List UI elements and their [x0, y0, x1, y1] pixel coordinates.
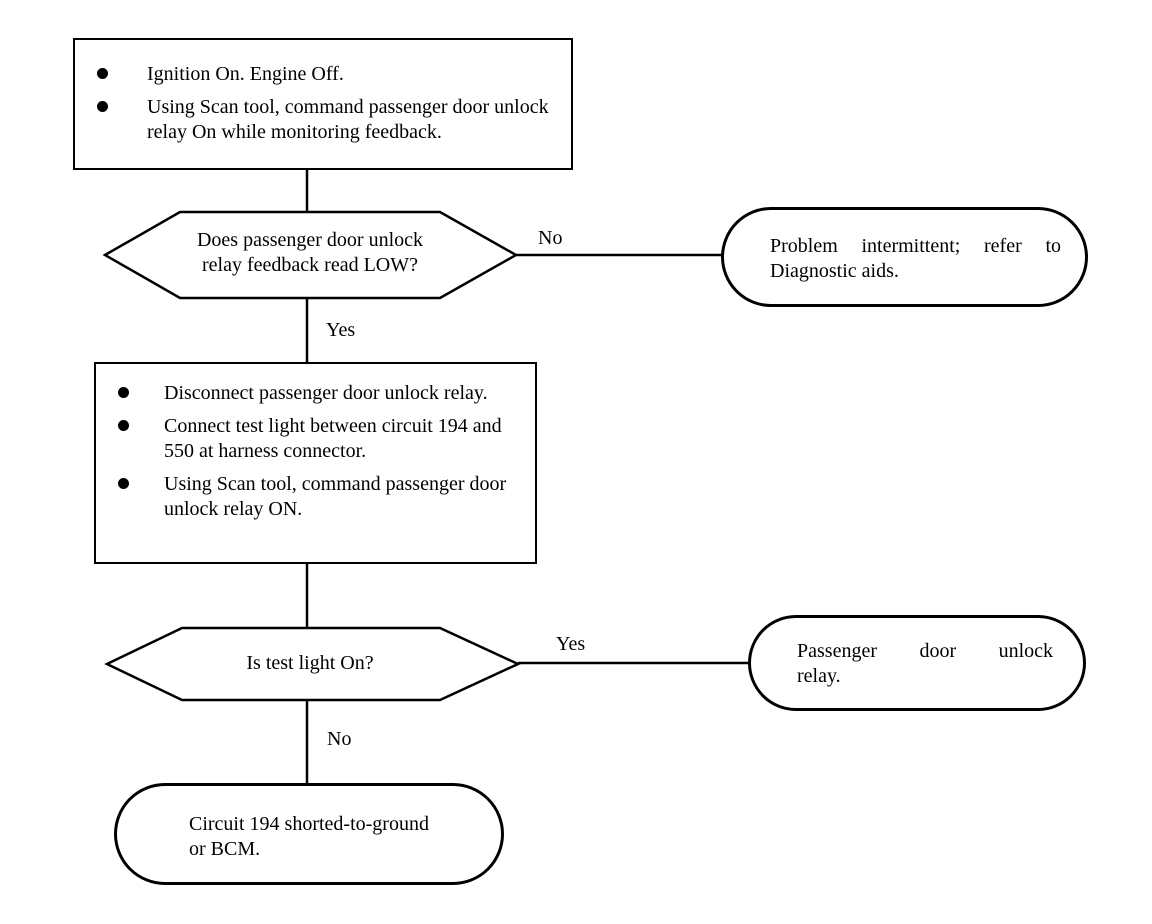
- test-bullet-3: Using Scan tool, command passenger door …: [96, 472, 523, 522]
- test-bullet-1-text: Disconnect passenger door unlock relay.: [164, 382, 488, 404]
- outcome-intermittent-terminal: Problem intermittent; refer to Diagnosti…: [721, 207, 1088, 307]
- decision1-question-line2: relay feedback read LOW?: [202, 254, 418, 276]
- outcome-relay-terminal: Passenger door unlock relay.: [748, 615, 1086, 711]
- start-bullet-1: Ignition On. Engine Off.: [75, 62, 563, 87]
- decision2-yes-label: Yes: [556, 633, 586, 655]
- start-bullet-2: Using Scan tool, command passenger door …: [75, 95, 563, 145]
- start-step-box: Ignition On. Engine Off. Using Scan tool…: [73, 38, 573, 170]
- decision1-question: Does passenger door unlock relay feedbac…: [160, 228, 460, 278]
- bullet-icon: [118, 420, 129, 431]
- outcome-relay-line2: relay.: [797, 665, 841, 687]
- test-bullet-2: Connect test light between circuit 194 a…: [96, 414, 523, 464]
- outcome-intermittent-line1: Problem intermittent; refer to: [770, 235, 1061, 257]
- bullet-icon: [118, 478, 129, 489]
- outcome-circuit-line2: or BCM.: [189, 838, 261, 860]
- bullet-icon: [118, 387, 129, 398]
- decision2-question: Is test light On?: [246, 652, 374, 674]
- test-bullet-2-text: Connect test light between circuit 194 a…: [164, 415, 502, 462]
- test-bullet-3-text: Using Scan tool, command passenger door …: [164, 473, 507, 520]
- outcome-circuit-line1: Circuit 194 shorted-to-ground: [189, 813, 429, 835]
- test-step-box: Disconnect passenger door unlock relay. …: [94, 362, 537, 564]
- test-bullet-1: Disconnect passenger door unlock relay.: [96, 381, 523, 406]
- bullet-icon: [97, 68, 108, 79]
- decision1-question-line1: Does passenger door unlock: [196, 229, 424, 251]
- start-bullet-1-text: Ignition On. Engine Off.: [147, 63, 344, 85]
- decision1-yes-label: Yes: [326, 319, 356, 341]
- decision2-no-label: No: [327, 728, 352, 750]
- outcome-relay-line1: Passenger door unlock: [797, 640, 1053, 662]
- bullet-icon: [97, 101, 108, 112]
- decision1-no-label: No: [538, 227, 563, 249]
- outcome-circuit-terminal: Circuit 194 shorted-to-ground or BCM.: [114, 783, 504, 885]
- start-bullet-2-text: Using Scan tool, command passenger door …: [147, 96, 549, 143]
- outcome-intermittent-line2: Diagnostic aids.: [770, 260, 899, 282]
